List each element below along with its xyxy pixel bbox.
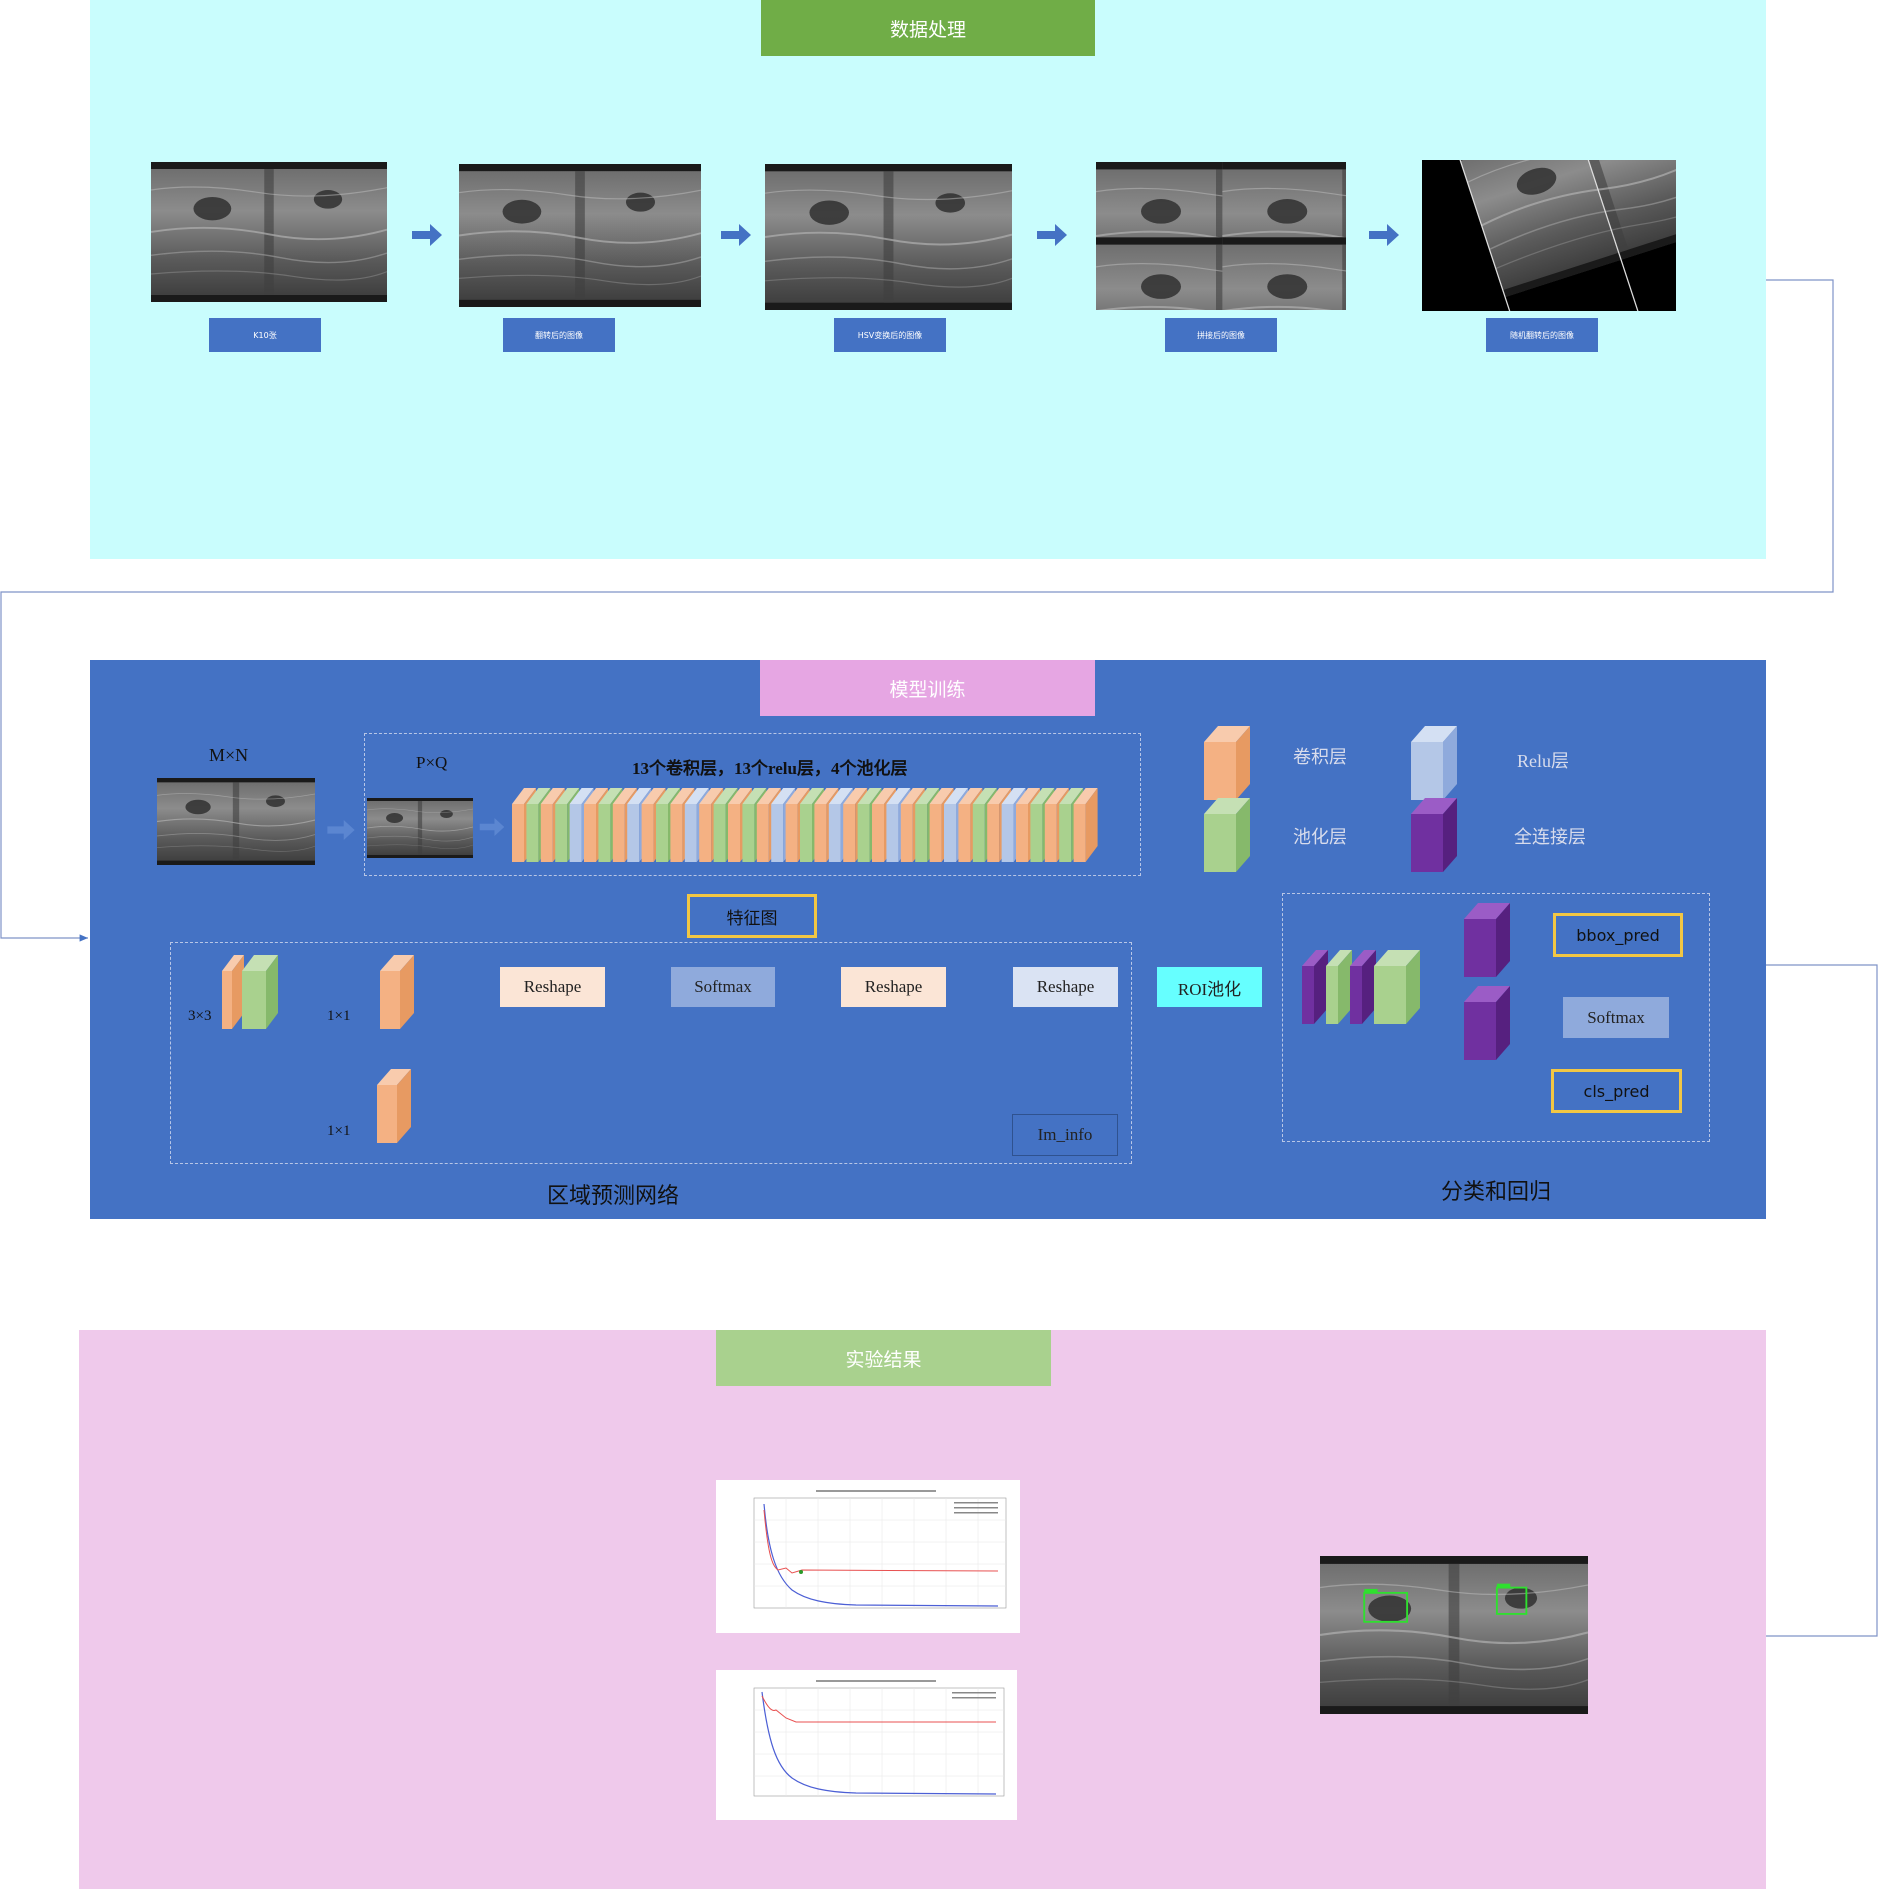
im-info-box: Im_info xyxy=(1012,1114,1118,1156)
input-image xyxy=(157,778,315,865)
fc-layer-stack xyxy=(1302,950,1420,1024)
backbone-layer-stack xyxy=(512,788,1098,862)
input-size-label: M×N xyxy=(209,745,249,765)
cls-pred-box: cls_pred xyxy=(1551,1069,1682,1113)
bbox-pred-box: bbox_pred xyxy=(1553,913,1683,957)
arrow-right-icon xyxy=(327,820,355,840)
ultrasound-image-flipped xyxy=(459,164,701,307)
backbone-group xyxy=(364,733,1141,876)
pool-layer-legend-label: 池化层 xyxy=(1293,827,1347,847)
relu-layer-legend-icon xyxy=(1411,726,1457,800)
step-caption: HSV变换后的图像 xyxy=(834,318,946,352)
conv-layer-legend-label: 卷积层 xyxy=(1293,747,1347,767)
model-training-title: 模型训练 xyxy=(760,660,1095,716)
results-title: 实验结果 xyxy=(716,1330,1051,1386)
step-caption: 翻转后的图像 xyxy=(503,318,615,352)
step-caption: K10张 xyxy=(209,318,321,352)
cls-softmax-box: Softmax xyxy=(1563,997,1669,1038)
reshape-box: Reshape xyxy=(841,967,946,1007)
arrow-right-icon xyxy=(412,224,442,246)
ultrasound-image-mosaic xyxy=(1096,162,1346,310)
reshape-box: Reshape xyxy=(1013,967,1118,1007)
ultrasound-image-rotated xyxy=(1422,160,1676,311)
fc-layer-legend-label: 全连接层 xyxy=(1514,827,1586,847)
ultrasound-image-hsv xyxy=(765,164,1012,310)
rpn-title: 区域预测网络 xyxy=(547,1183,680,1208)
fc-layer-cls-branch xyxy=(1464,986,1510,1060)
data-processing-title: 数据处理 xyxy=(761,0,1095,56)
arrow-right-icon xyxy=(1037,224,1067,246)
cls-reg-group xyxy=(1282,893,1710,1142)
fc-layer-bbox-branch xyxy=(1464,903,1510,977)
conv-layer-legend-icon xyxy=(1204,726,1250,800)
kernel-1x1-label: 1×1 xyxy=(327,1008,351,1024)
rpn-group xyxy=(170,942,1132,1164)
roi-pooling-box: ROI池化 xyxy=(1157,967,1262,1007)
loss-curve-chart-2 xyxy=(716,1670,1017,1820)
fc-layer-legend-icon xyxy=(1411,798,1457,872)
ultrasound-image-original xyxy=(151,162,387,302)
pool-layer-legend-icon xyxy=(1204,798,1250,872)
arrow-right-icon xyxy=(479,818,505,836)
backbone-description: 13个卷积层，13个relu层，4个池化层 xyxy=(632,759,908,778)
scaled-size-label: P×Q xyxy=(416,753,448,772)
scaled-image xyxy=(367,798,473,858)
cls-reg-title: 分类和回归 xyxy=(1441,1179,1552,1204)
rpn-conv-1x1-reg-layer xyxy=(377,1069,411,1143)
step-caption: 随机翻转后的图像 xyxy=(1486,318,1598,352)
kernel-3x3-label: 3×3 xyxy=(188,1008,212,1024)
kernel-1x1-label: 1×1 xyxy=(327,1123,351,1139)
detection-result-image xyxy=(1320,1556,1588,1714)
rpn-conv-3x3-layer xyxy=(222,955,278,1029)
arrow-right-icon xyxy=(1369,224,1399,246)
backbone-layer-conv xyxy=(1073,788,1098,862)
rpn-conv-1x1-cls-layer xyxy=(380,955,414,1029)
loss-curve-chart-1 xyxy=(716,1480,1020,1633)
softmax-box: Softmax xyxy=(671,967,775,1007)
arrow-right-icon xyxy=(721,224,751,246)
reshape-box: Reshape xyxy=(500,967,605,1007)
step-caption: 拼接后的图像 xyxy=(1165,318,1277,352)
relu-layer-legend-label: Relu层 xyxy=(1517,751,1569,771)
feature-map-box: 特征图 xyxy=(687,894,817,938)
